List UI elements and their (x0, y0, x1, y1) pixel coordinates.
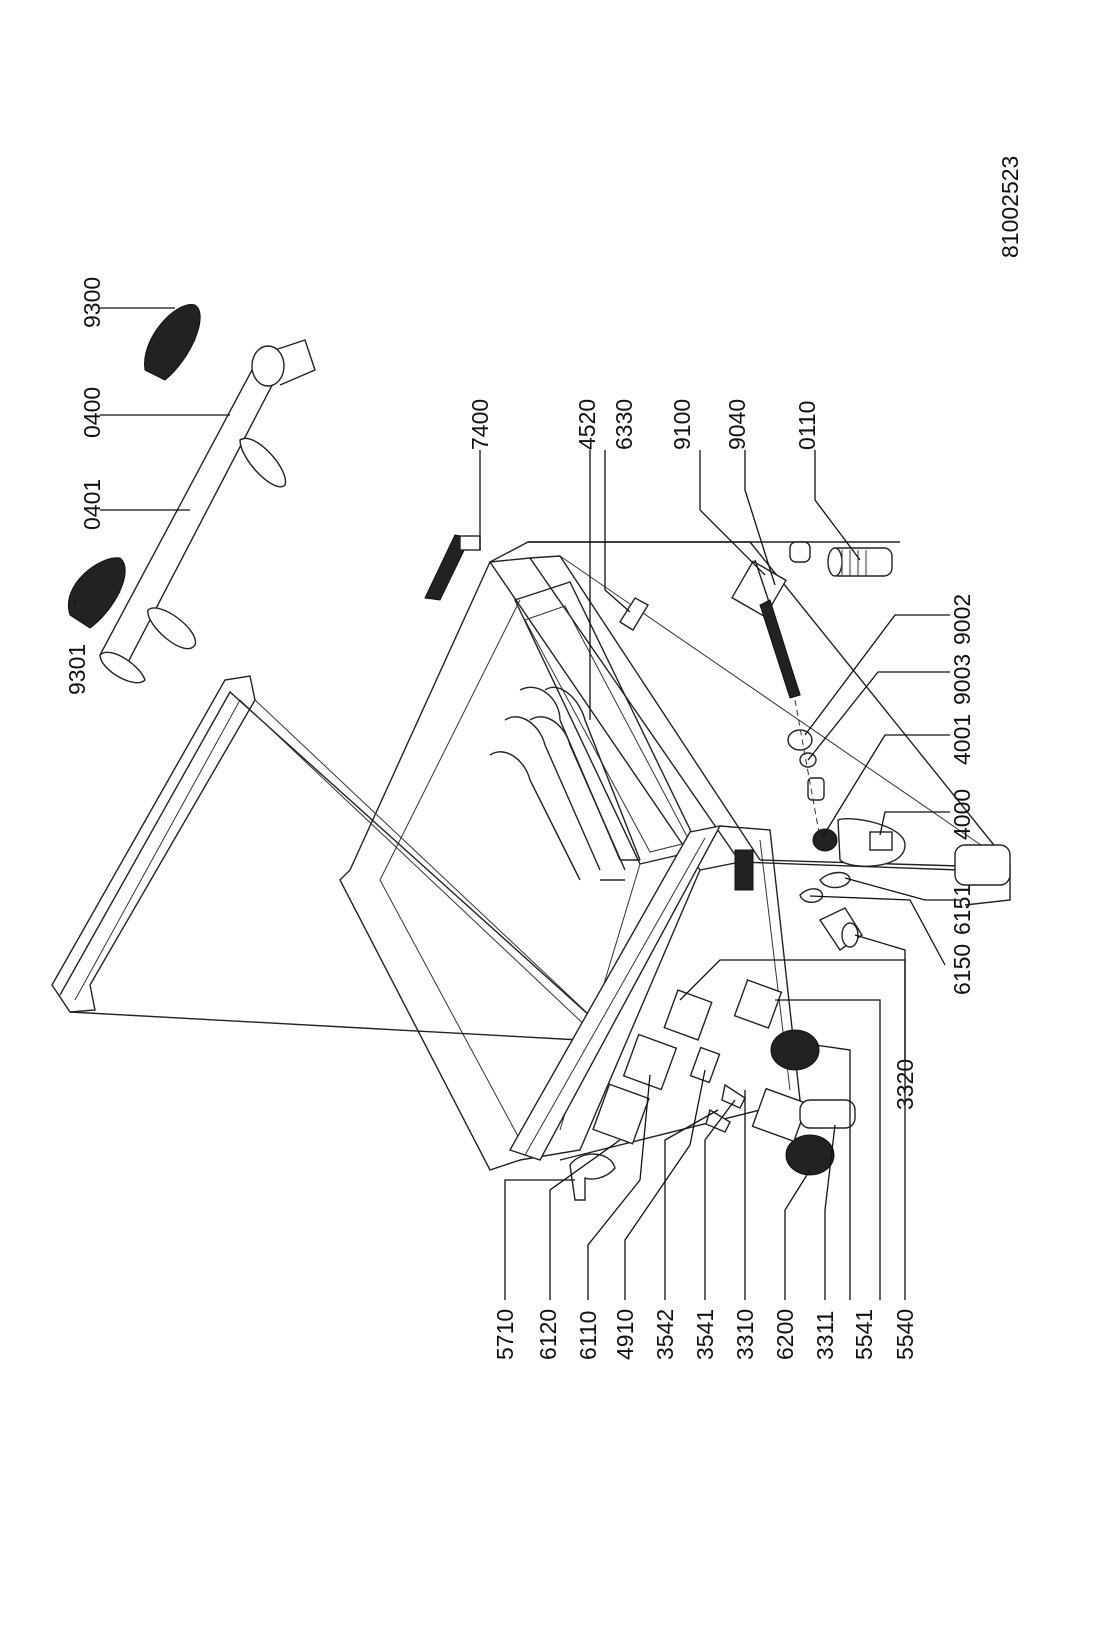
indicator-lens-6151 (819, 871, 851, 889)
label-4520: 4520 (574, 399, 600, 450)
label-0110: 0110 (794, 401, 820, 450)
label-5710: 5710 (492, 1309, 518, 1360)
document-id: 81002523 (997, 156, 1023, 258)
label-0401: 0401 (79, 479, 105, 530)
leader-lines (74, 307, 960, 1300)
label-4910: 4910 (612, 1309, 638, 1360)
control-components (569, 849, 856, 1201)
label-6120: 6120 (535, 1309, 561, 1360)
door-frame (51, 675, 602, 1041)
label-3541: 3541 (692, 1309, 718, 1360)
label-3311: 3311 (812, 1311, 838, 1360)
label-9300: 9300 (79, 277, 105, 328)
control-panel (508, 825, 801, 1161)
door-handle (99, 339, 316, 684)
label-3542: 3542 (652, 1309, 678, 1360)
label-9301: 9301 (64, 644, 90, 695)
part-labels: 9301 0401 0400 9300 7400 4520 6330 9100 … (64, 277, 975, 1360)
label-3310: 3310 (732, 1309, 758, 1360)
label-5540: 5540 (892, 1309, 918, 1360)
heating-element (489, 686, 641, 881)
label-4000: 4000 (949, 789, 975, 840)
label-9040: 9040 (724, 399, 750, 450)
label-3320: 3320 (892, 1059, 918, 1110)
label-6151: 6151 (949, 884, 975, 935)
label-6200: 6200 (772, 1309, 798, 1360)
oven-cavity (339, 541, 1011, 1171)
label-6110: 6110 (575, 1311, 601, 1360)
spit-motor-rod (731, 559, 801, 699)
label-4001: 4001 (949, 714, 975, 765)
microswitch (619, 597, 649, 631)
switch-3320 (818, 907, 863, 951)
label-0400: 0400 (79, 387, 105, 438)
label-9100: 9100 (669, 399, 695, 450)
cylinder-0110 (789, 541, 893, 577)
label-7400: 7400 (467, 399, 493, 450)
label-6150: 6150 (949, 944, 975, 995)
label-6330: 6330 (611, 399, 637, 450)
label-5541: 5541 (851, 1309, 877, 1360)
label-9002: 9002 (949, 594, 975, 645)
spring-9301 (67, 557, 126, 629)
lamp-parts (787, 699, 1011, 886)
spring-9300 (144, 304, 201, 381)
label-9003: 9003 (949, 654, 975, 705)
hinge (424, 534, 481, 601)
